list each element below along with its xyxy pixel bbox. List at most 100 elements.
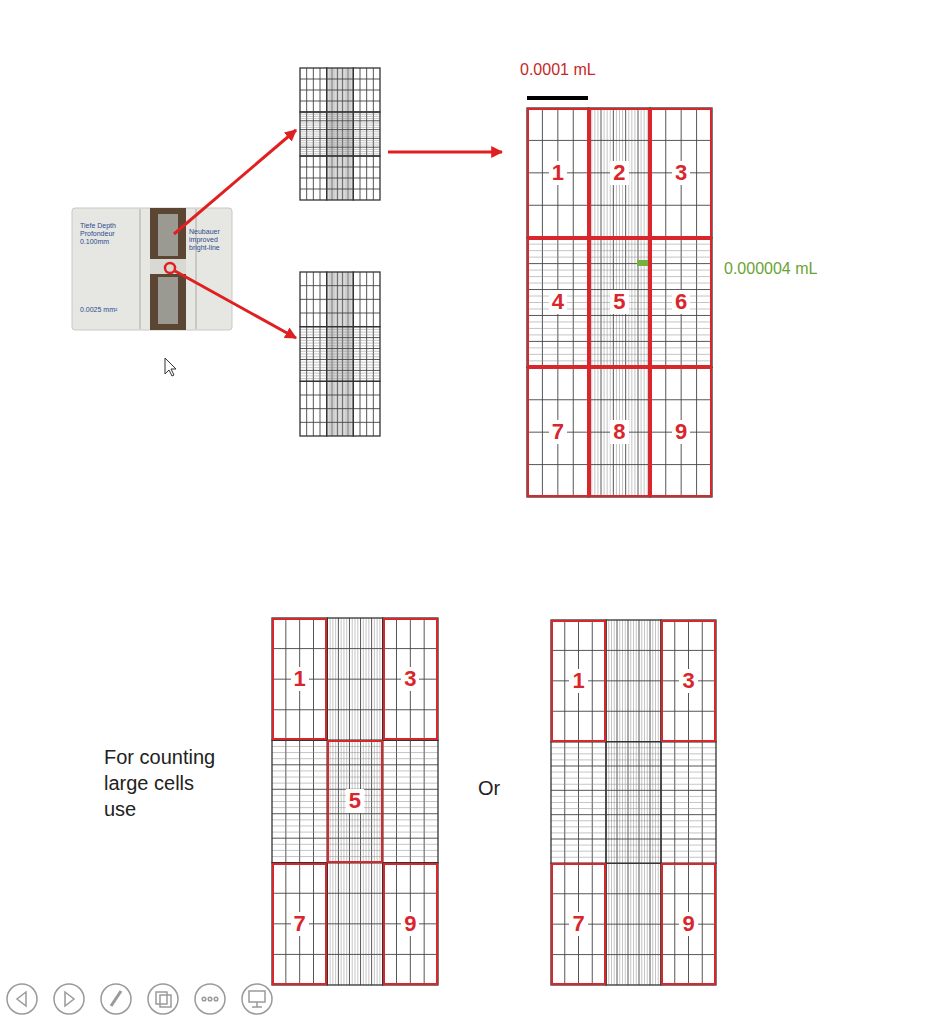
grid-line	[327, 679, 382, 680]
grid-line	[327, 140, 354, 141]
grid-line	[353, 422, 380, 423]
grid-line	[527, 328, 589, 329]
grid-square	[300, 68, 327, 112]
grid-line	[353, 313, 380, 314]
slideshow-toolbar	[7, 984, 272, 1014]
grid-square	[661, 742, 716, 864]
grid-line	[650, 334, 712, 335]
grid-line	[300, 313, 327, 314]
grid-line	[650, 283, 712, 284]
grid-line	[353, 337, 380, 338]
grid-line	[272, 954, 327, 955]
grid-line	[272, 850, 327, 851]
grid-line	[327, 114, 354, 115]
grids	[272, 68, 716, 985]
mouse-cursor	[165, 358, 176, 376]
grid-line	[353, 375, 380, 376]
grid-square	[650, 108, 712, 238]
grid-line	[551, 759, 606, 760]
grid-line	[353, 116, 380, 117]
toolbar-button	[54, 984, 84, 1014]
zoom-arrow	[174, 130, 296, 234]
square-number: 5	[346, 789, 364, 813]
grid-line	[650, 315, 712, 316]
grid-square	[353, 381, 380, 436]
grid-line	[551, 802, 606, 803]
grid-line	[353, 373, 380, 374]
grid-line	[353, 145, 380, 146]
grid-line	[327, 149, 354, 150]
grid-line	[300, 131, 327, 132]
grid-square	[527, 238, 589, 368]
grid-line	[327, 359, 354, 360]
grid-line	[327, 142, 354, 143]
grid-line	[353, 340, 380, 341]
zoom-arrow	[388, 151, 502, 154]
counting-square: 1	[527, 108, 589, 238]
grid-line	[661, 832, 716, 833]
grid-line	[661, 954, 716, 955]
counting-square: 3	[383, 618, 438, 740]
grid-line	[661, 796, 716, 797]
grid-line	[300, 118, 327, 119]
grid-line	[327, 422, 354, 423]
grid-square	[300, 327, 327, 382]
grid-line	[353, 142, 380, 143]
grid-line	[589, 283, 651, 284]
grid-line	[606, 893, 661, 894]
instruction-note: For counting large cells use	[104, 744, 229, 822]
grid-line	[527, 205, 589, 206]
grid-line	[650, 341, 712, 342]
grid-line	[353, 189, 380, 190]
grid-square	[661, 863, 716, 985]
grid-line	[353, 129, 380, 130]
grid-line	[353, 178, 380, 179]
grid-line	[551, 650, 606, 651]
grid-line	[383, 764, 438, 765]
grid-line	[327, 153, 354, 154]
grid-line	[551, 893, 606, 894]
grid-line	[353, 101, 380, 102]
grid-line	[527, 250, 589, 251]
grid-line	[606, 814, 661, 815]
grid-line	[300, 136, 327, 137]
grid-line	[661, 790, 716, 791]
monitor-icon	[249, 991, 265, 1002]
square-number: 5	[610, 290, 628, 314]
grid-line	[527, 276, 589, 277]
toolbar-button	[7, 984, 37, 1014]
grid-line	[300, 408, 327, 409]
grid-line	[300, 142, 327, 143]
grid-line	[661, 778, 716, 779]
grid-line	[606, 680, 661, 681]
grid-line	[551, 845, 606, 846]
grid-line	[300, 337, 327, 338]
conjunction-note: Or	[478, 775, 500, 801]
grid-line	[383, 856, 438, 857]
grid-square	[327, 618, 382, 740]
grid-square	[661, 620, 716, 742]
square-number: 2	[610, 161, 628, 185]
slide-photo: Tiefe Depth Profondeur 0.100mmNeubauer i…	[72, 208, 232, 330]
grid-line	[606, 650, 661, 651]
grid-line	[527, 257, 589, 258]
grid-square	[300, 381, 327, 436]
grid-line	[300, 145, 327, 146]
toolbar-button	[195, 984, 225, 1014]
grid-line	[272, 844, 327, 845]
grid-line	[551, 820, 606, 821]
grid-line	[300, 343, 327, 344]
grid-line	[527, 341, 589, 342]
grid-line	[353, 332, 380, 333]
grid-line	[353, 348, 380, 349]
grid-line	[327, 351, 354, 352]
grid-line	[353, 395, 380, 396]
grid-line	[327, 362, 354, 363]
grid-line	[300, 345, 327, 346]
grid-line	[327, 375, 354, 376]
grid-line	[527, 321, 589, 322]
grid-line	[551, 826, 606, 827]
grid-line	[327, 101, 354, 102]
grid-square	[589, 108, 651, 238]
grid-line	[327, 337, 354, 338]
